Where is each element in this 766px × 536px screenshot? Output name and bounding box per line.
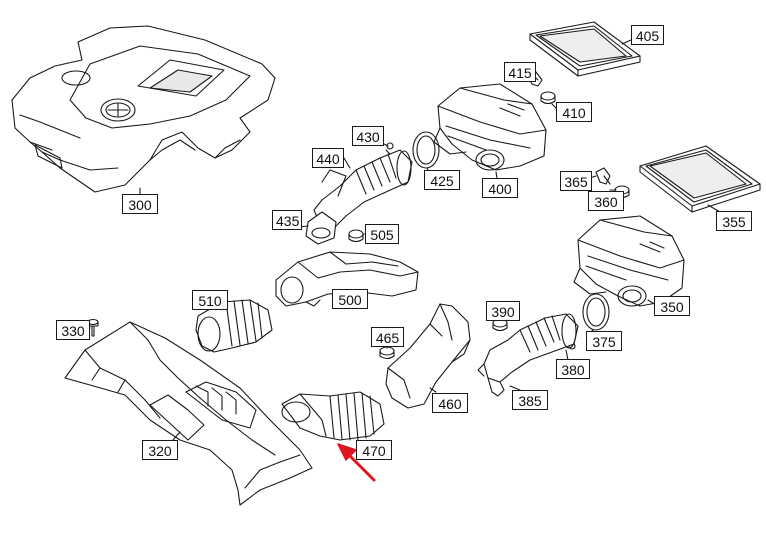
callout-360: 360 [588,191,624,211]
part-410-grommet [541,92,555,104]
callout-500: 500 [332,289,368,309]
callout-410: 410 [556,102,592,122]
part-470-bellows-duct [282,392,384,440]
callout-385: 385 [512,390,548,410]
callout-365: 365 [560,171,592,191]
callout-415: 415 [504,62,536,82]
callout-435: 435 [272,210,302,230]
part-460-duct [386,304,470,408]
callout-375: 375 [586,331,622,351]
pointer-arrow [337,443,376,482]
callout-405: 405 [631,25,664,45]
callout-470: 470 [356,440,392,460]
part-400-airbox-left [434,84,546,170]
callout-390: 390 [486,301,520,321]
part-350-airbox-right [574,216,684,306]
callout-505: 505 [365,224,399,244]
callout-380: 380 [556,359,590,379]
callout-400: 400 [482,178,518,198]
part-510-bellows [196,300,272,352]
part-465-grommet [380,347,394,359]
callout-350: 350 [654,296,690,316]
callout-320: 320 [142,440,178,460]
part-365-sensor [596,168,610,184]
callout-300: 300 [122,194,158,214]
part-375-gasket [583,294,609,330]
part-300-engine-cover [12,26,275,192]
callout-510: 510 [192,290,228,310]
part-435-hose-end [306,212,336,244]
part-405-filter-top [530,22,640,76]
callout-465: 465 [371,327,404,347]
part-385-intake-hose [478,314,578,396]
part-500-upper-duct [276,252,418,306]
callout-430: 430 [352,126,384,146]
callout-460: 460 [432,393,468,413]
part-355-filter-right [640,146,760,212]
part-440-intake-hose [314,150,412,228]
callout-440: 440 [312,148,344,168]
callout-355: 355 [716,211,752,231]
callout-330: 330 [56,320,90,340]
part-505-grommet [349,230,363,242]
callout-425: 425 [424,170,460,190]
part-320-lower-duct [65,322,312,505]
part-425-gasket [413,132,439,168]
